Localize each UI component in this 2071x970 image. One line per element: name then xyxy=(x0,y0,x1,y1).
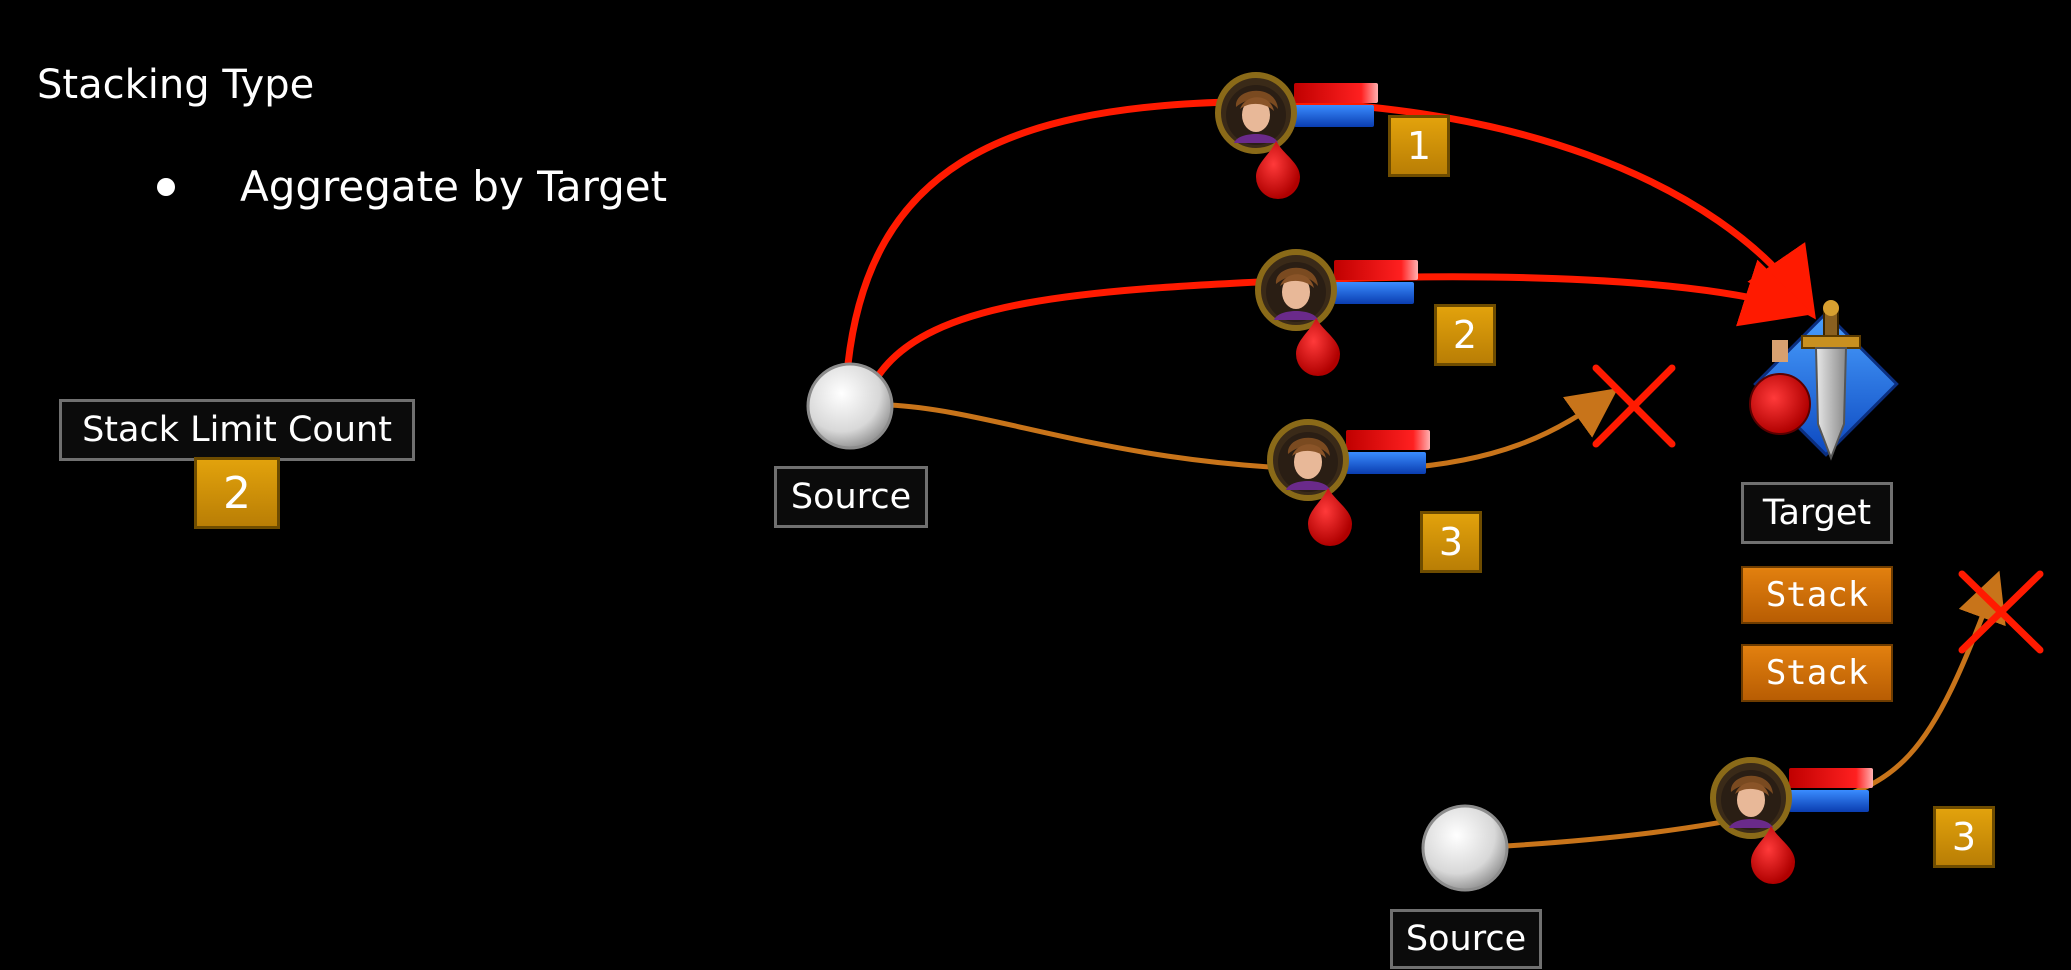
source-label: Source xyxy=(774,466,928,528)
effect-icon-4 xyxy=(1713,760,1873,884)
application-path-1 xyxy=(844,98,1816,365)
bullet-dot xyxy=(157,177,175,196)
stack-item-1: Stack xyxy=(1741,566,1893,624)
page-title: Stacking Type xyxy=(37,62,315,108)
red-x-icon-2 xyxy=(1958,570,2044,654)
target-label: Target xyxy=(1741,482,1893,544)
stack-limit-value-badge: 2 xyxy=(194,457,280,529)
effect-icon-1 xyxy=(1218,75,1378,199)
source-node xyxy=(806,362,894,450)
effect-icon-2 xyxy=(1258,252,1418,376)
application-path-3 xyxy=(887,388,1619,473)
sword-potion-icon xyxy=(1749,300,1899,461)
source-node-2 xyxy=(1421,804,1509,892)
source-label-2: Source xyxy=(1390,909,1542,969)
application-number-badge-3: 3 xyxy=(1420,511,1482,573)
bullet-text: Aggregate by Target xyxy=(240,162,668,211)
effect-icon-3 xyxy=(1270,422,1430,546)
stack-limit-label: Stack Limit Count xyxy=(59,399,415,461)
application-number-badge-4: 3 xyxy=(1933,806,1995,868)
application-number-badge-1: 1 xyxy=(1388,115,1450,177)
stack-item-2: Stack xyxy=(1741,644,1893,702)
red-x-icon xyxy=(1592,364,1676,448)
application-number-badge-2: 2 xyxy=(1434,304,1496,366)
bullet-item: Aggregate by Target xyxy=(157,162,667,211)
